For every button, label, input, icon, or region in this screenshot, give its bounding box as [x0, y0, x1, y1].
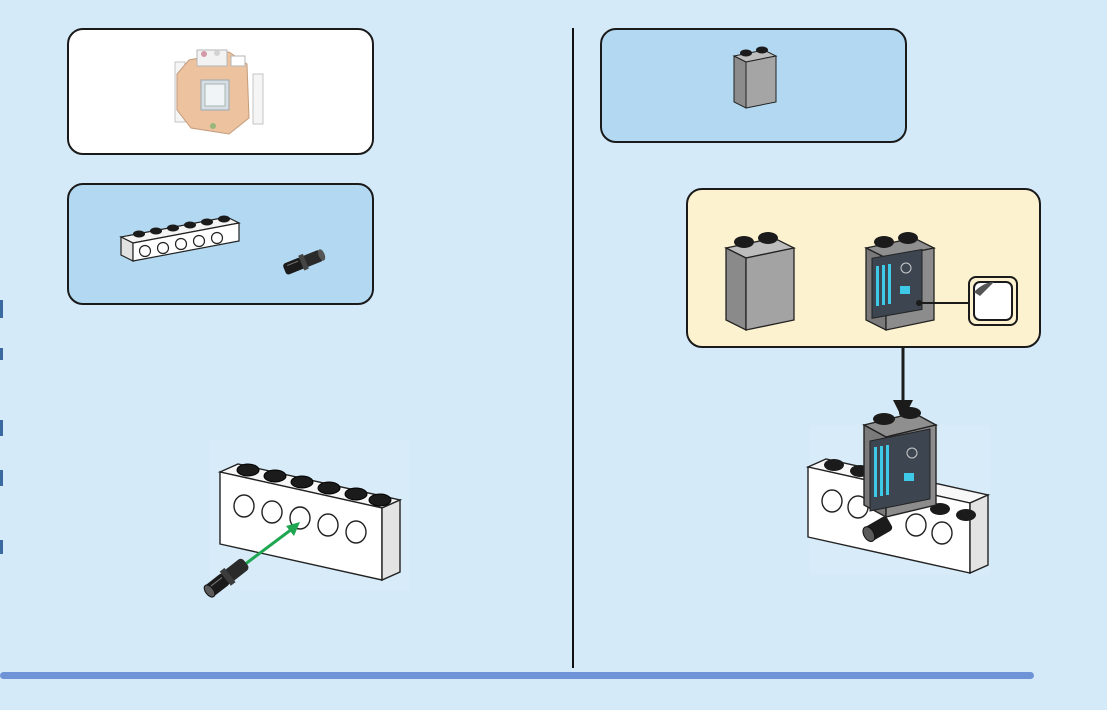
sticker-callout-line: [916, 298, 976, 308]
parts-list-box-left: [67, 183, 374, 305]
technic-pin-icon: [279, 247, 329, 277]
build-step-insert-pin: [200, 440, 410, 610]
decorated-control-panel-brick-icon: [862, 230, 942, 330]
plain-gray-brick-icon: [722, 230, 802, 330]
sticker-application-box: [686, 188, 1041, 348]
page-edge-mark: [0, 300, 3, 318]
page-bottom-bar: [0, 672, 1034, 679]
sticker-sheet-icon: [968, 276, 1018, 326]
page-edge-mark: [0, 540, 3, 554]
technic-brick-1x6-icon: [117, 203, 247, 263]
completed-model-thumbnail-icon: [159, 40, 279, 150]
gray-brick-1x2x2-icon: [730, 44, 780, 110]
model-preview-box: [67, 28, 374, 155]
page-edge-mark: [0, 348, 3, 360]
page-edge-mark: [0, 420, 3, 436]
page-edge-mark: [0, 470, 3, 486]
build-step-attach-brick: [800, 405, 1000, 585]
page-divider: [572, 28, 574, 668]
parts-list-box-right: [600, 28, 907, 143]
